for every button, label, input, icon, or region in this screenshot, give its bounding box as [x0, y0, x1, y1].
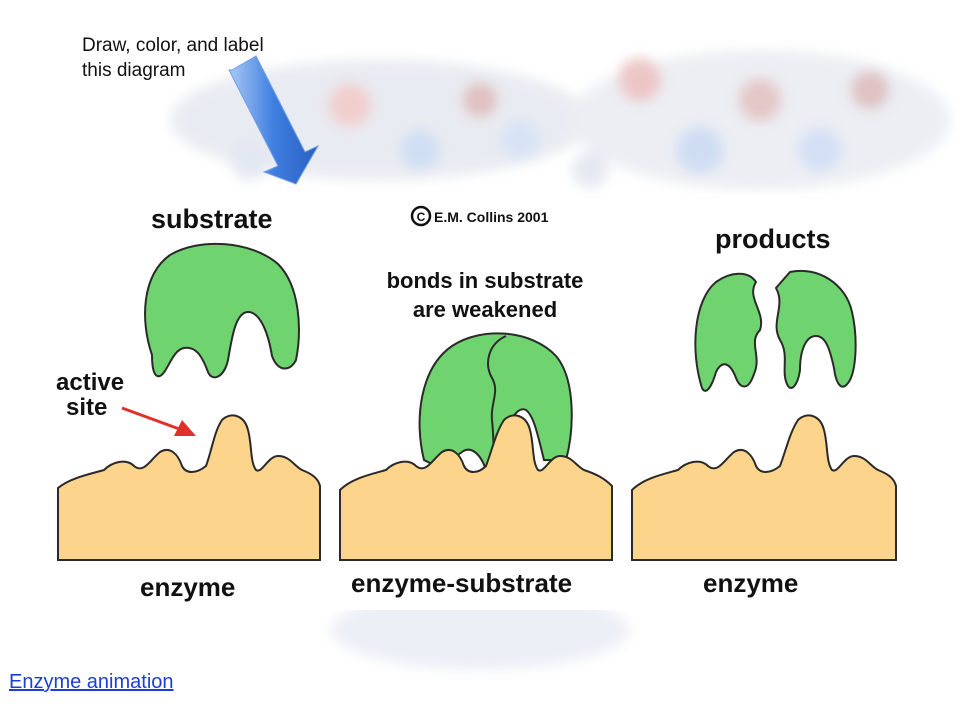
enzyme-substrate-label: enzyme-substrate: [351, 568, 572, 598]
enzyme-shape-middle: [339, 414, 613, 561]
enzyme-animation-link[interactable]: Enzyme animation: [9, 671, 174, 693]
enzyme-label-left: enzyme: [140, 572, 235, 602]
enzyme-label-right: enzyme: [703, 568, 798, 598]
instruction-text: Draw, color, and label this diagram: [82, 35, 264, 81]
instruction-arrow-icon: [228, 55, 320, 185]
active-site-label-line2: site: [66, 394, 107, 421]
substrate-shape: [144, 242, 300, 379]
active-site-arrow-icon: [121, 406, 196, 436]
bonds-label-line2: are weakened: [413, 297, 557, 322]
enzyme-shape-left: [57, 414, 321, 561]
copyright-mark: C E.M. Collins 2001: [410, 205, 549, 227]
product-shape-left: [694, 272, 763, 392]
active-site-label-line1: active: [56, 369, 124, 396]
product-shape-right: [774, 269, 857, 389]
substrate-label: substrate: [151, 204, 273, 234]
enzyme-shape-right: [631, 414, 897, 561]
products-label: products: [715, 224, 831, 254]
copyright-icon: [410, 205, 432, 227]
bonds-label-line1: bonds in substrate: [387, 268, 584, 293]
copyright-symbol: C: [417, 210, 426, 224]
copyright-text: E.M. Collins 2001: [434, 209, 549, 225]
